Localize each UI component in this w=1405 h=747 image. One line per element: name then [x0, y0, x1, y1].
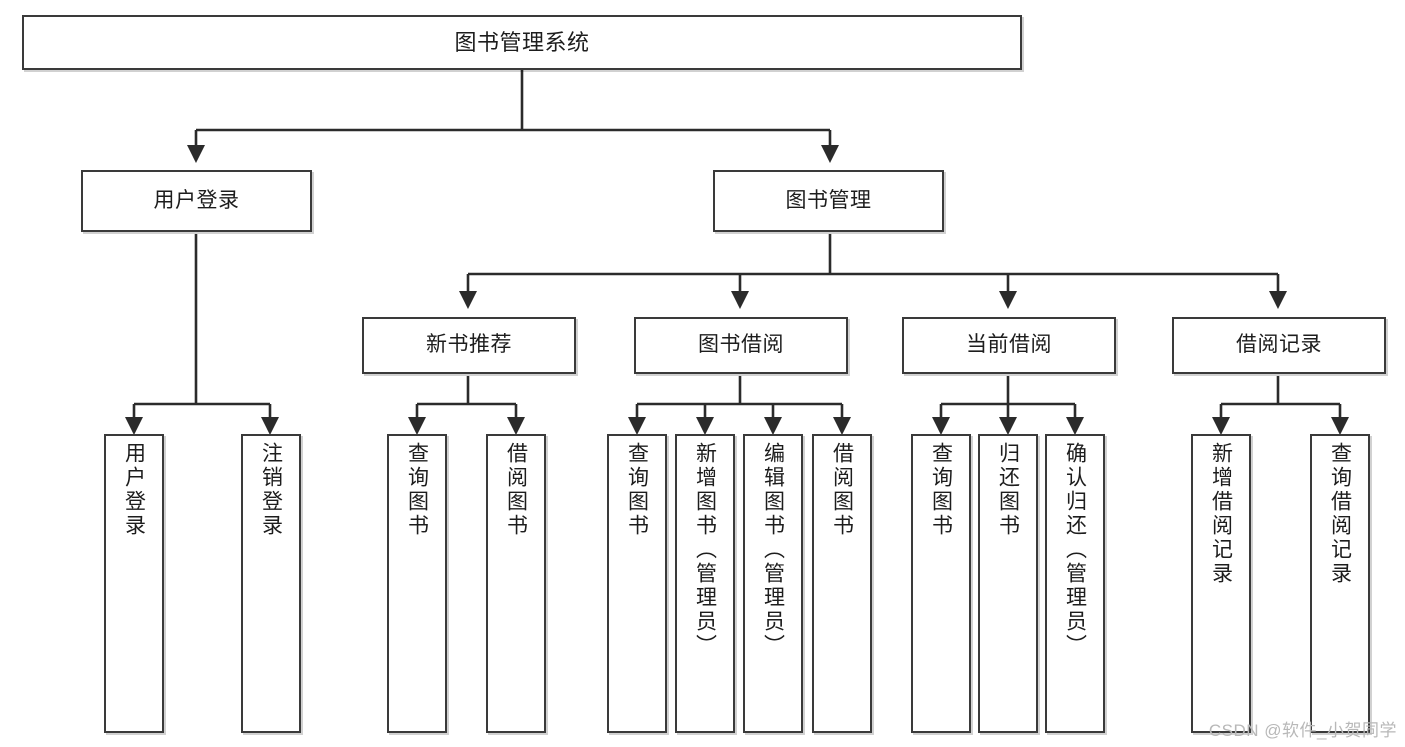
- leaf-borrow-book-2-label: 借阅图书: [830, 442, 854, 538]
- leaf-add-record[interactable]: 新增借阅记录: [1191, 434, 1251, 733]
- leaf-query-record-label: 查询借阅记录: [1328, 442, 1352, 586]
- leaf-borrow-book-2[interactable]: 借阅图书: [812, 434, 872, 733]
- leaf-add-book-label: 新增图书（管理员）: [693, 442, 717, 658]
- node-current-borrow-label: 当前借阅: [966, 333, 1052, 357]
- node-borrow-record-label: 借阅记录: [1236, 333, 1322, 357]
- leaf-query-record[interactable]: 查询借阅记录: [1310, 434, 1370, 733]
- node-root[interactable]: 图书管理系统: [22, 15, 1022, 70]
- leaf-add-book[interactable]: 新增图书（管理员）: [675, 434, 735, 733]
- leaf-query-book-1-label: 查询图书: [405, 442, 429, 538]
- node-new-book-rec-label: 新书推荐: [426, 333, 512, 357]
- leaf-query-book-3-label: 查询图书: [929, 442, 953, 538]
- leaf-query-book-1[interactable]: 查询图书: [387, 434, 447, 733]
- leaf-add-record-label: 新增借阅记录: [1209, 442, 1233, 586]
- leaf-user-login[interactable]: 用户登录: [104, 434, 164, 733]
- leaf-return-book[interactable]: 归还图书: [978, 434, 1038, 733]
- leaf-confirm-return[interactable]: 确认归还（管理员）: [1045, 434, 1105, 733]
- leaf-borrow-book-1[interactable]: 借阅图书: [486, 434, 546, 733]
- node-book-borrow-label: 图书借阅: [698, 333, 784, 357]
- node-new-book-rec[interactable]: 新书推荐: [362, 317, 576, 374]
- leaf-edit-book-label: 编辑图书（管理员）: [761, 442, 785, 658]
- leaf-edit-book[interactable]: 编辑图书（管理员）: [743, 434, 803, 733]
- node-book-manage[interactable]: 图书管理: [713, 170, 944, 232]
- node-current-borrow[interactable]: 当前借阅: [902, 317, 1116, 374]
- node-borrow-record[interactable]: 借阅记录: [1172, 317, 1386, 374]
- node-user-login[interactable]: 用户登录: [81, 170, 312, 232]
- leaf-user-logout[interactable]: 注销登录: [241, 434, 301, 733]
- leaf-borrow-book-1-label: 借阅图书: [504, 442, 528, 538]
- node-root-label: 图书管理系统: [454, 29, 590, 55]
- leaf-query-book-2[interactable]: 查询图书: [607, 434, 667, 733]
- leaf-confirm-return-label: 确认归还（管理员）: [1063, 442, 1087, 658]
- node-user-login-label: 用户登录: [153, 188, 240, 212]
- leaf-return-book-label: 归还图书: [996, 442, 1020, 538]
- leaf-user-logout-label: 注销登录: [259, 442, 283, 538]
- node-book-borrow[interactable]: 图书借阅: [634, 317, 848, 374]
- watermark: CSDN @软件_小贺同学: [1208, 721, 1397, 740]
- leaf-query-book-3[interactable]: 查询图书: [911, 434, 971, 733]
- leaf-user-login-label: 用户登录: [122, 442, 146, 538]
- node-book-manage-label: 图书管理: [785, 188, 872, 212]
- leaf-query-book-2-label: 查询图书: [625, 442, 649, 538]
